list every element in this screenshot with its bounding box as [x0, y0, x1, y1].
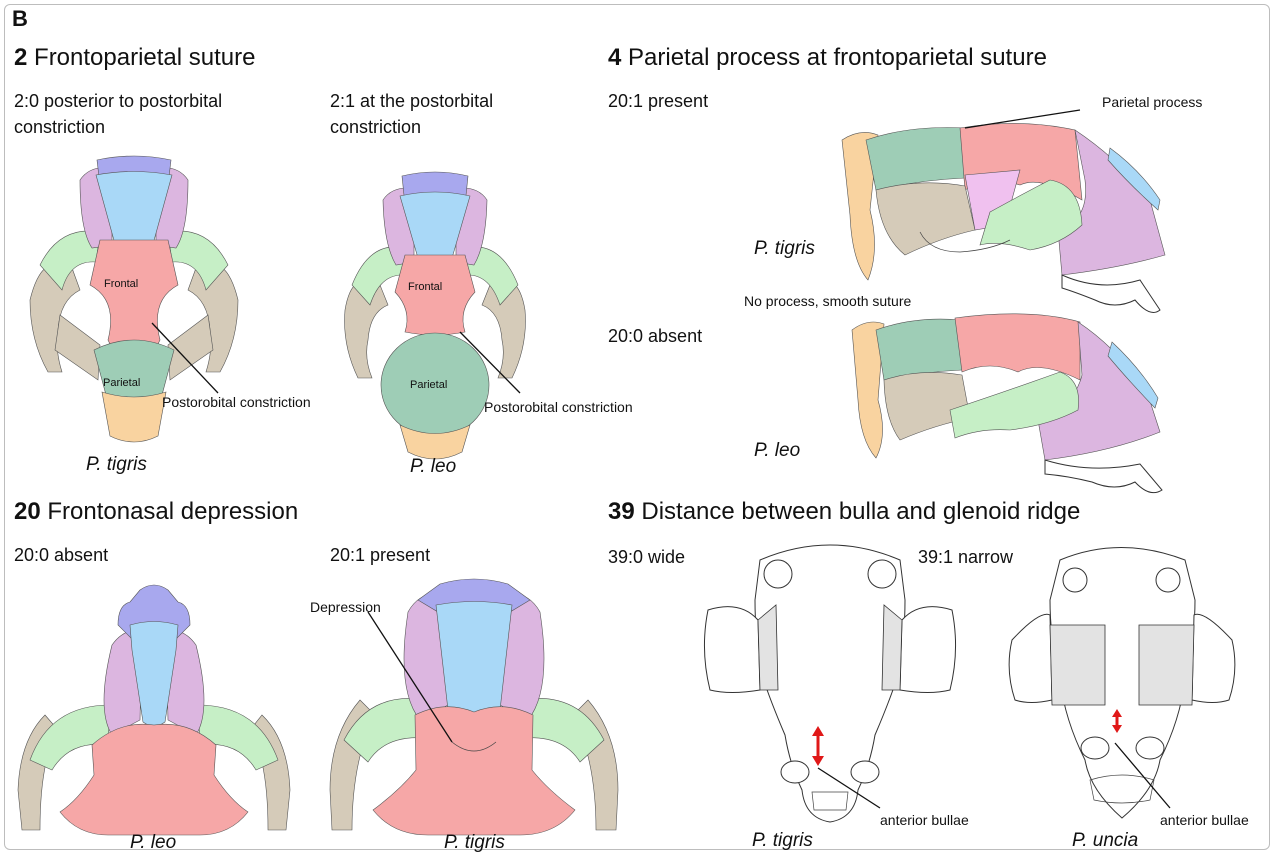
state-narrow: 39:1 narrow — [918, 544, 1013, 570]
callout-no-process: No process, smooth suture — [744, 293, 911, 309]
skull-ventral-uncia-p39 — [1009, 548, 1235, 819]
state-wide: 39:0 wide — [608, 544, 685, 570]
species-label: P. tigris — [86, 454, 147, 476]
callout-postorbital-right: Postorobital constriction — [484, 399, 633, 415]
callout-depression: Depression — [310, 599, 381, 615]
species-label: P. leo — [130, 832, 176, 854]
state-present: 20:1 present — [608, 88, 708, 114]
skull-lateral-leo-p4 — [852, 314, 1162, 493]
bone-label-frontal: Frontal — [104, 278, 138, 290]
character-number: 2 — [14, 44, 27, 71]
state-line: 2:1 at the postorbital — [330, 88, 493, 114]
state-absent: 20:0 absent — [608, 323, 702, 349]
character-title: Frontonasal depression — [41, 498, 298, 525]
character-title: Parietal process at frontoparietal sutur… — [621, 44, 1047, 71]
panel-title-frontoparietal-suture: 2 Frontoparietal suture — [14, 44, 255, 72]
state-line: constriction — [330, 114, 493, 140]
panel-title-frontonasal-depression: 20 Frontonasal depression — [14, 498, 298, 526]
species-label: P. leo — [410, 456, 456, 478]
character-number: 20 — [14, 498, 41, 525]
skull-ventral-tigris-p39 — [704, 545, 955, 822]
skull-dorsal-leo-p20 — [18, 585, 290, 835]
bone-label-frontal: Frontal — [408, 281, 442, 293]
species-label: P. tigris — [752, 830, 813, 852]
skull-dorsal-tigris-p20 — [330, 579, 618, 835]
character-number: 4 — [608, 44, 621, 71]
species-label: P. uncia — [1072, 830, 1138, 852]
species-label: P. tigris — [444, 832, 505, 854]
skull-lateral-tigris-p4 — [842, 123, 1165, 312]
callout-anterior-bullae-left: anterior bullae — [880, 812, 969, 828]
panel-title-bulla-glenoid-distance: 39 Distance between bulla and glenoid ri… — [608, 498, 1080, 526]
state-line: 2:0 posterior to postorbital — [14, 88, 222, 114]
bone-label-parietal: Parietal — [103, 377, 140, 389]
skull-dorsal-leo-p2 — [345, 172, 526, 459]
character-number: 39 — [608, 498, 635, 525]
state-line: constriction — [14, 114, 222, 140]
state-absent: 20:0 absent — [14, 542, 108, 568]
species-label: P. leo — [754, 440, 800, 462]
character-title: Distance between bulla and glenoid ridge — [635, 498, 1081, 525]
state-present: 20:1 present — [330, 542, 430, 568]
panel-letter: B — [12, 6, 28, 32]
character-title: Frontoparietal suture — [27, 44, 255, 71]
callout-parietal-process: Parietal process — [1102, 94, 1202, 110]
panel-title-parietal-process: 4 Parietal process at frontoparietal sut… — [608, 44, 1047, 72]
species-label: P. tigris — [754, 238, 815, 260]
callout-anterior-bullae-right: anterior bullae — [1160, 812, 1249, 828]
bone-label-parietal: Parietal — [410, 379, 447, 391]
callout-postorbital-left: Postorobital constriction — [162, 394, 311, 410]
